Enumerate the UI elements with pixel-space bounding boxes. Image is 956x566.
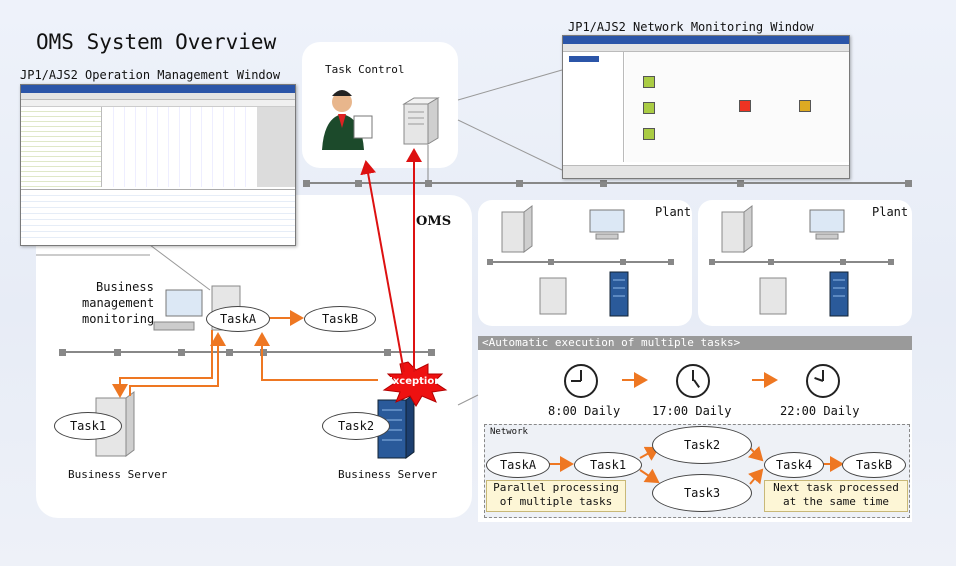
net-task-3-label: Task3 (683, 486, 721, 500)
net-task-4-node: Task4 (764, 452, 824, 478)
task-b-label: TaskB (321, 312, 359, 326)
net-task-3-node: Task3 (652, 474, 752, 512)
auto-exec-header (478, 336, 912, 350)
task-1-node: Task1 (54, 412, 122, 440)
note-next-line-1: Next task processed (773, 481, 899, 494)
time-label-17: 17:00 Daily (652, 404, 732, 418)
task-control-label: Task Control (325, 63, 405, 76)
net-task-a-node: TaskA (486, 452, 550, 478)
net-task-4-label: Task4 (775, 458, 813, 472)
net-task-2-node: Task2 (652, 426, 752, 464)
time-label-22: 22:00 Daily (780, 404, 860, 418)
net-task-b-label: TaskB (855, 458, 893, 472)
note-next-task: Next task processed at the same time (764, 480, 908, 512)
task-b-node: TaskB (304, 306, 376, 332)
net-window-screenshot (562, 35, 850, 179)
business-monitor-label-3: monitoring (82, 312, 155, 326)
plant-label-right: Plant (872, 205, 909, 219)
net-window-title: JP1/AJS2 Network Monitoring Window (568, 20, 814, 34)
page-title: OMS System Overview (36, 30, 277, 54)
business-monitor-label-2: management (82, 296, 155, 310)
net-task-2-label: Task2 (683, 438, 721, 452)
network-label: Network (490, 427, 528, 437)
net-task-a-label: TaskA (499, 458, 537, 472)
time-label-8: 8:00 Daily (548, 404, 621, 418)
clock-icon-17 (676, 364, 710, 398)
task-a-label: TaskA (219, 312, 257, 326)
exception-label: Exception (386, 376, 442, 387)
clock-icon-22 (806, 364, 840, 398)
oms-label: OMS (416, 214, 452, 229)
business-monitor-label-1: Business (96, 280, 154, 294)
note-next-line-2: at the same time (783, 495, 889, 508)
net-task-1-label: Task1 (589, 458, 627, 472)
net-task-1-node: Task1 (574, 452, 642, 478)
task-2-node: Task2 (322, 412, 390, 440)
task-a-node: TaskA (206, 306, 270, 332)
clock-icon-8 (564, 364, 598, 398)
business-area-panel (36, 195, 472, 518)
auto-exec-header-text: <Automatic execution of multiple tasks> (482, 336, 741, 349)
note-parallel-line-2: of multiple tasks (499, 495, 613, 508)
task-1-label: Task1 (69, 419, 107, 433)
note-parallel-processing: Parallel processing of multiple tasks (486, 480, 626, 512)
business-server-left-label: Business Server (68, 468, 168, 481)
business-server-right-label: Business Server (338, 468, 438, 481)
plant-label-left: Plant (655, 205, 692, 219)
ops-window-title: JP1/AJS2 Operation Management Window (20, 68, 281, 82)
ops-window-screenshot (20, 84, 296, 246)
net-task-b-node: TaskB (842, 452, 906, 478)
note-parallel-line-1: Parallel processing (493, 481, 619, 494)
task-2-label: Task2 (337, 419, 375, 433)
